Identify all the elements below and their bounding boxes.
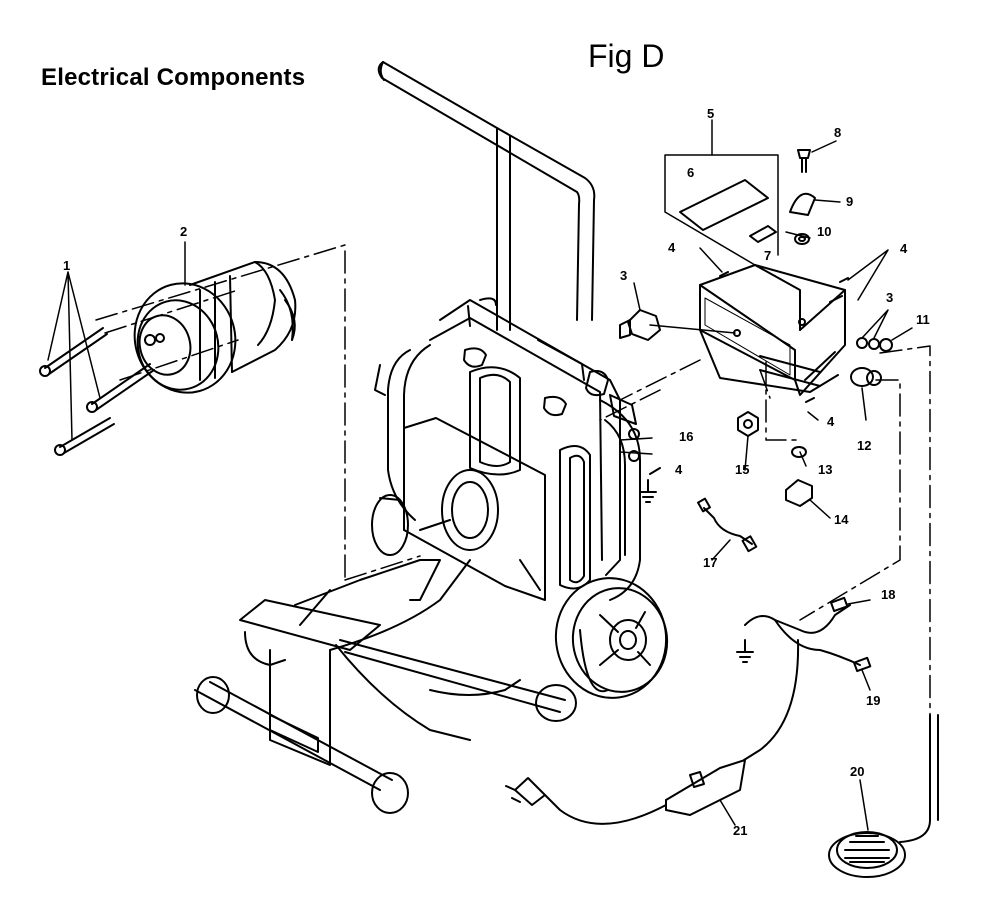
cart-base: [194, 559, 577, 814]
callout-4b: 4: [900, 241, 908, 256]
callout-labels: 1 2 3 3 4 4 4 4 5 6 7 8 9 10 11 12 13 14…: [63, 106, 930, 838]
figure-label: Fig D: [588, 38, 665, 74]
gfci-power-cord: [505, 639, 800, 825]
instruction-label: [679, 179, 777, 243]
callout-14: 14: [834, 512, 849, 527]
small-caster-left: [371, 494, 409, 556]
switch-box: [699, 264, 846, 396]
wire-harness: [744, 596, 872, 673]
callout-9: 9: [846, 194, 853, 209]
callout-15: 15: [735, 462, 749, 477]
callout-3b: 3: [886, 290, 893, 305]
callout-17: 17: [703, 555, 717, 570]
callout-4d: 4: [675, 462, 683, 477]
callout-8: 8: [834, 125, 841, 140]
callout-6: 6: [687, 165, 694, 180]
callout-19: 19: [866, 693, 880, 708]
callout-13: 13: [818, 462, 832, 477]
page-title: Electrical Components: [41, 64, 306, 91]
callout-4: 4: [668, 240, 676, 255]
motor-bolts: [39, 327, 155, 456]
callout-4c: 4: [827, 414, 835, 429]
foot-pedal: [828, 714, 939, 878]
leader-lines: [47, 119, 931, 831]
small-parts: [619, 149, 893, 663]
cart-frame: [374, 297, 641, 601]
callout-7: 7: [764, 248, 771, 263]
callout-18: 18: [881, 587, 895, 602]
callout-16: 16: [679, 429, 693, 444]
callout-11: 11: [916, 312, 930, 327]
callout-1: 1: [63, 258, 70, 273]
callout-2: 2: [180, 224, 187, 239]
mounting-plate: [403, 366, 591, 601]
callout-20: 20: [850, 764, 864, 779]
callout-3: 3: [620, 268, 627, 283]
callout-5: 5: [707, 106, 714, 121]
callout-21: 21: [733, 823, 747, 838]
callout-12: 12: [857, 438, 871, 453]
callout-10: 10: [817, 224, 831, 239]
motor: [133, 261, 297, 394]
cart-wheel: [554, 577, 669, 699]
cart-handle: [377, 61, 596, 331]
